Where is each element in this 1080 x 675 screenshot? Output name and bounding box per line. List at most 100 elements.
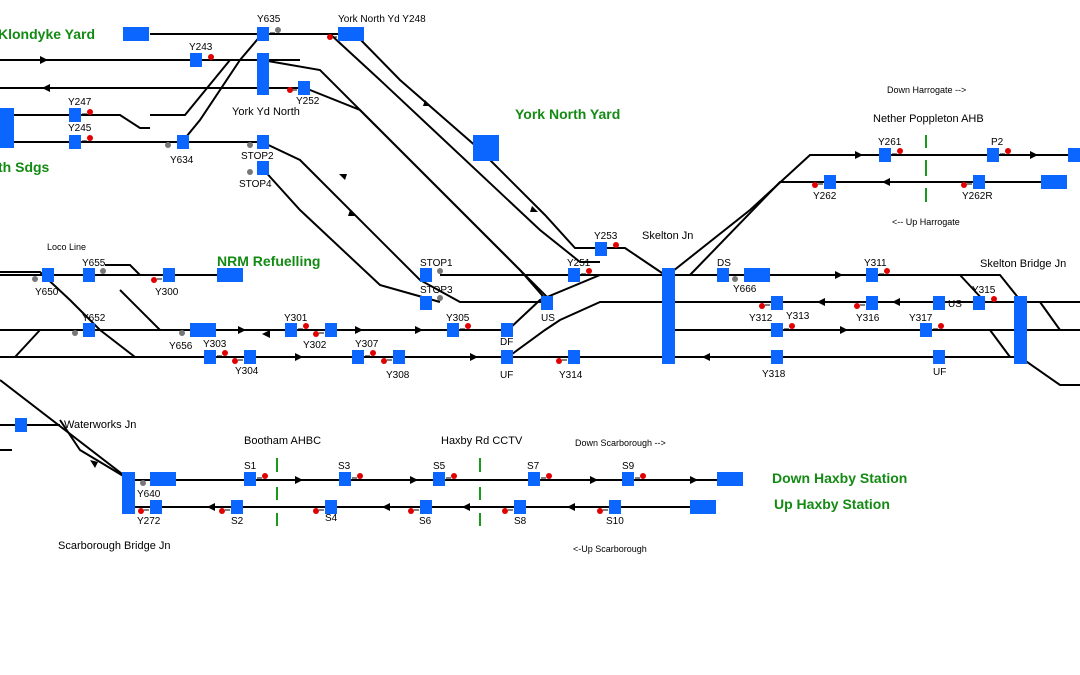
- label-north-sdgs: th Sdgs: [0, 159, 50, 175]
- berth-y311[interactable]: [866, 268, 878, 282]
- berth-y302[interactable]: [325, 323, 337, 337]
- berth-y262r[interactable]: [973, 175, 985, 189]
- berth-y307[interactable]: [352, 350, 364, 364]
- berth-y640[interactable]: [150, 472, 176, 486]
- berth-y262[interactable]: [824, 175, 836, 189]
- berth-s6[interactable]: [420, 500, 432, 514]
- sig-label: S9: [622, 461, 635, 472]
- berth-us-mid[interactable]: [541, 296, 553, 310]
- label-york-north-yard: York North Yard: [515, 106, 620, 122]
- berth-y305[interactable]: [447, 323, 459, 337]
- berth-up-haxby[interactable]: [690, 500, 716, 514]
- label-skelton-bridge-jn: Skelton Bridge Jn: [980, 258, 1066, 270]
- berth-s7[interactable]: [528, 472, 540, 486]
- berth-york-north-yard[interactable]: [473, 135, 499, 161]
- berth-y304[interactable]: [244, 350, 256, 364]
- berth-harrogate-up[interactable]: [1041, 175, 1067, 189]
- berth-uf-mid[interactable]: [501, 350, 513, 364]
- berth-stop2[interactable]: [257, 135, 269, 149]
- berth-y318[interactable]: [771, 350, 783, 364]
- berth-s8[interactable]: [514, 500, 526, 514]
- berth-y666[interactable]: [744, 268, 770, 282]
- berth-y251[interactable]: [568, 268, 580, 282]
- sig-label: P2: [991, 137, 1004, 148]
- berth-s2[interactable]: [231, 500, 243, 514]
- sig-label: Y314: [559, 370, 583, 381]
- sig-label: Y652: [82, 313, 106, 324]
- sig-label: Y316: [856, 313, 880, 324]
- berth-y252[interactable]: [298, 81, 310, 95]
- berth-y248[interactable]: [338, 27, 364, 41]
- berth-y261[interactable]: [879, 148, 891, 162]
- signal-layer: [32, 27, 1011, 514]
- berth-y253[interactable]: [595, 242, 607, 256]
- berth-y312[interactable]: [771, 296, 783, 310]
- sig-label: STOP4: [239, 179, 272, 190]
- sig-label: Y311: [864, 258, 887, 269]
- berth-y317[interactable]: [920, 323, 932, 337]
- berth-harrogate-down[interactable]: [1068, 148, 1080, 162]
- berth-s4[interactable]: [325, 500, 337, 514]
- label-nether-poppleton: Nether Poppleton AHB: [873, 113, 984, 125]
- berth-y300[interactable]: [163, 268, 175, 282]
- berth-stop4[interactable]: [257, 161, 269, 175]
- signal-labels: Y635 York North Yd Y248 Y243 Y252 Y247 Y…: [35, 14, 1004, 527]
- sig-label: Y655: [82, 258, 106, 269]
- direction-arrows: [40, 56, 1038, 511]
- sig-label: S7: [527, 461, 540, 472]
- berth-y652[interactable]: [83, 323, 95, 337]
- berth-y313[interactable]: [771, 323, 783, 337]
- label-haxby-rd: Haxby Rd CCTV: [441, 435, 523, 447]
- berth-stop3[interactable]: [420, 296, 432, 310]
- sig-label: UF: [933, 367, 946, 378]
- berth-layer: [0, 27, 1080, 514]
- berth-y243[interactable]: [190, 53, 202, 67]
- berth-stop1[interactable]: [420, 268, 432, 282]
- berth-y245[interactable]: [69, 135, 81, 149]
- sig-label: Y317: [909, 313, 933, 324]
- berth-klondyke[interactable]: [123, 27, 149, 41]
- sig-label: Y635: [257, 14, 281, 25]
- sig-label: STOP2: [241, 151, 274, 162]
- berth-s10[interactable]: [609, 500, 621, 514]
- sig-label: Y318: [762, 369, 786, 380]
- sig-label: Y261: [878, 137, 902, 148]
- berth-y634[interactable]: [177, 135, 189, 149]
- berth-y247[interactable]: [69, 108, 81, 122]
- berth-s3[interactable]: [339, 472, 351, 486]
- berth-waterworks[interactable]: [15, 418, 27, 432]
- berth-y303[interactable]: [204, 350, 216, 364]
- berth-scarborough-bridge[interactable]: [122, 472, 135, 514]
- berth-skelton-bridge[interactable]: [1014, 296, 1027, 364]
- signal-red[interactable]: [32, 27, 1011, 514]
- berth-p2[interactable]: [987, 148, 999, 162]
- berth-s1[interactable]: [244, 472, 256, 486]
- sig-label: Y247: [68, 97, 92, 108]
- label-up-haxby: Up Haxby Station: [774, 496, 890, 512]
- berth-df[interactable]: [501, 323, 513, 337]
- sig-label: Y313: [786, 311, 810, 322]
- berth-north-sdgs[interactable]: [0, 108, 14, 148]
- berth-y315[interactable]: [973, 296, 985, 310]
- berth-s5[interactable]: [433, 472, 445, 486]
- sig-label: S3: [338, 461, 351, 472]
- berth-uf-right[interactable]: [933, 350, 945, 364]
- berth-y314[interactable]: [568, 350, 580, 364]
- berth-y656[interactable]: [190, 323, 216, 337]
- sig-label: Y301: [284, 313, 308, 324]
- berth-y650[interactable]: [42, 268, 54, 282]
- berth-us-right[interactable]: [933, 296, 945, 310]
- berth-y308[interactable]: [393, 350, 405, 364]
- berth-y635[interactable]: [257, 27, 269, 41]
- berth-y655[interactable]: [83, 268, 95, 282]
- berth-ds[interactable]: [717, 268, 729, 282]
- berth-down-haxby[interactable]: [717, 472, 743, 486]
- berth-nrm-refuelling[interactable]: [217, 268, 243, 282]
- berth-s9[interactable]: [622, 472, 634, 486]
- label-down-harrogate: Down Harrogate -->: [887, 85, 966, 95]
- berth-skelton-jn[interactable]: [662, 268, 675, 364]
- berth-y272[interactable]: [150, 500, 162, 514]
- berth-york-yd-north[interactable]: [257, 53, 269, 95]
- berth-y301[interactable]: [285, 323, 297, 337]
- berth-y316[interactable]: [866, 296, 878, 310]
